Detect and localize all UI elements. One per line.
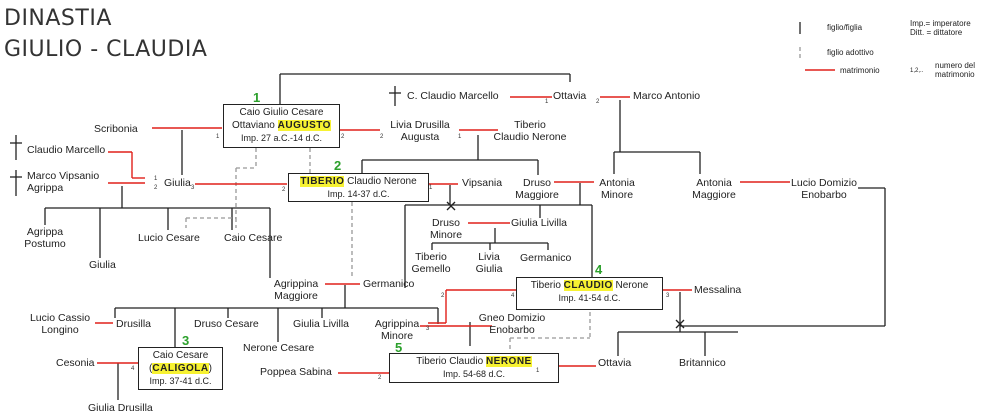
emperor-number-tiberio: 2: [334, 158, 342, 173]
person-messalina: Messalina: [694, 284, 742, 296]
emperor-number-augusto: 1: [253, 90, 261, 105]
legend-child: figlio/figlia: [827, 23, 863, 32]
legend-num-symbol: 1,2,..: [910, 68, 924, 74]
emperor-box-caligola[interactable]: Caio Cesare (CALIGOLA) Imp. 37-41 d.C.: [138, 347, 223, 390]
marriage-num-6: 1: [458, 134, 462, 140]
descent-lines: [10, 73, 886, 400]
marriage-num-11: 1: [429, 185, 433, 191]
person-marco-antonio: Marco Antonio: [633, 90, 701, 102]
person-ottavia-top: Ottavia: [553, 90, 587, 102]
legend-num-label-1: numero del: [935, 61, 976, 70]
marriage-num-15: 4: [131, 366, 135, 372]
tiberio-name-line: TIBERIO Claudio Nerone: [300, 176, 417, 187]
person-giulia-livilla-top: Giulia Livilla: [511, 217, 568, 229]
nerone-name-line: Tiberio Claudio NERONE: [416, 356, 532, 367]
caligola-reign: Imp. 37-41 d.C.: [149, 376, 212, 386]
title-line-2: GIULIO - CLAUDIA: [4, 37, 208, 62]
person-poppea-sabina: Poppea Sabina: [260, 366, 332, 378]
emperor-box-nerone[interactable]: Tiberio Claudio NERONE Imp. 54-68 d.C.: [389, 353, 559, 383]
marriage-num-5: 2: [380, 134, 384, 140]
augusto-highlight: AUGUSTO: [277, 120, 331, 131]
person-drusilla: Drusilla: [116, 318, 152, 330]
marriage-num-3: 1: [216, 134, 220, 140]
legend-adoptive: figlio adottivo: [827, 48, 874, 57]
augusto-reign: Imp. 27 a.C.-14 d.C.: [240, 133, 323, 143]
emperor-number-caligola: 3: [182, 333, 190, 348]
marriage-num-18: 3: [426, 326, 430, 332]
person-claudio-marcello: Claudio Marcello: [27, 144, 106, 156]
person-scribonia: Scribonia: [94, 123, 138, 135]
title-line-1: DINASTIA: [4, 6, 112, 31]
emperor-box-claudio[interactable]: Tiberio CLAUDIO Nerone Imp. 41-54 d.C.: [516, 277, 663, 310]
person-caio-cesare: Caio Cesare: [224, 232, 283, 244]
person-ottavia: Ottavia: [598, 357, 632, 369]
person-giulia: Giulia: [164, 177, 191, 189]
marriage-num-7: 1: [154, 176, 158, 182]
legend-ditt: Ditt. = dittatore: [910, 28, 963, 37]
person-druso-cesare: Druso Cesare: [194, 318, 259, 330]
person-germanico: Germanico: [363, 278, 415, 290]
person-britannico: Britannico: [679, 357, 726, 369]
legend-num-label-2: matrimonio: [935, 70, 975, 79]
marriage-num-13: 4: [511, 293, 515, 299]
marriage-num-10: 2: [282, 187, 286, 193]
emperor-number-nerone: 5: [395, 340, 403, 355]
augusto-name-line-2: Ottaviano AUGUSTO: [232, 120, 331, 131]
person-giulia-minore: Giulia: [89, 259, 116, 271]
marriage-num-16: 2: [378, 375, 382, 381]
claudio-name-line: Tiberio CLAUDIO Nerone: [530, 280, 649, 291]
person-c-claudio-marcello: C. Claudio Marcello: [407, 90, 499, 102]
legend-imp: Imp.= imperatore: [910, 19, 971, 28]
person-lucio-cesare: Lucio Cesare: [138, 232, 200, 244]
caligola-name-line: Caio Cesare: [152, 350, 209, 361]
person-giulia-livilla: Giulia Livilla: [293, 318, 350, 330]
legend-marriage: matrimonio: [840, 66, 880, 75]
person-germanico-top: Germanico: [520, 252, 572, 264]
marriage-num-9: 3: [191, 185, 195, 191]
marriage-num-12: 2: [441, 293, 445, 299]
person-cesonia: Cesonia: [56, 357, 95, 369]
tiberio-reign: Imp. 14-37 d.C.: [327, 189, 390, 199]
marriage-lines: [95, 69, 835, 374]
marriage-num-2: 2: [596, 99, 600, 105]
augusto-name-line: Caio Giulio Cesare: [239, 107, 324, 118]
claudio-reign: Imp. 41-54 d.C.: [558, 293, 621, 303]
emperor-box-augusto[interactable]: Caio Giulio Cesare Ottaviano AUGUSTO Imp…: [223, 104, 340, 148]
person-nerone-cesare: Nerone Cesare: [243, 342, 315, 354]
caligola-name-line-2: (CALIGOLA): [149, 363, 212, 374]
person-vipsania: Vipsania: [462, 177, 503, 189]
marriage-num-17: 1: [536, 368, 540, 374]
adoptive-lines: [185, 47, 801, 350]
marriage-num-1: 1: [545, 99, 549, 105]
marriage-num-14: 3: [666, 293, 670, 299]
marriage-num-8: 2: [154, 185, 158, 191]
emperor-number-claudio: 4: [595, 262, 603, 277]
marriage-num-4: 2: [341, 134, 345, 140]
emperor-box-tiberio[interactable]: TIBERIO Claudio Nerone Imp. 14-37 d.C.: [288, 173, 429, 202]
person-giulia-drusilla: Giulia Drusilla: [88, 402, 153, 414]
nerone-reign: Imp. 54-68 d.C.: [442, 369, 506, 379]
